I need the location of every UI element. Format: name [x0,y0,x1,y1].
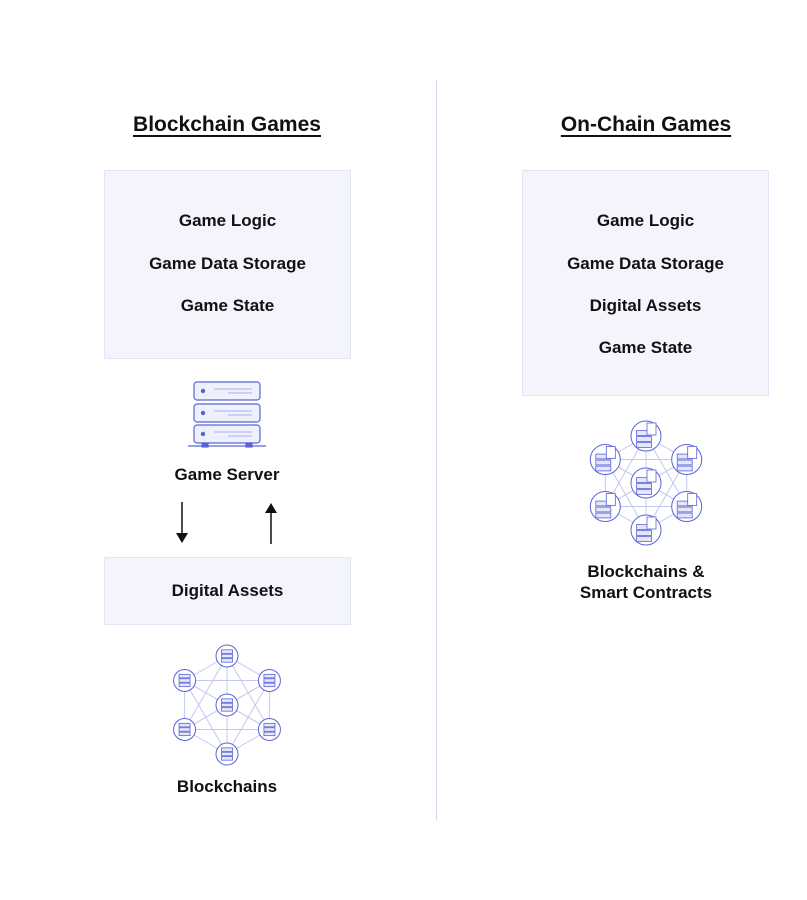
left-game-box: Game Logic Game Data Storage Game State [104,170,351,359]
game-server-label: Game Server [174,465,280,484]
blockchains-label: Blockchains [176,777,278,796]
node-icon [630,420,662,452]
digital-assets-box: Digital Assets [104,557,351,625]
blockchain-network-icon [173,644,281,766]
node-icon [589,444,621,475]
box-item: Game State [180,296,275,315]
box-item: Game Logic [596,211,695,230]
node-icon [671,491,703,522]
right-game-box: Game Logic Game Data Storage Digital Ass… [522,170,769,396]
node-icon [257,718,281,741]
arrow-down-icon [176,502,188,543]
right-title: On-Chain Games [560,113,732,136]
box-item: Digital Assets [589,296,702,315]
box-item: Game Logic [178,211,277,230]
server-icon [188,381,266,448]
node-icon [671,444,703,475]
smart-contract-network-icon [589,420,703,546]
arrow-up-icon [265,503,277,544]
node-icon [215,644,239,668]
digital-assets-label: Digital Assets [171,581,284,600]
network-label-line2: Smart Contracts [579,583,713,602]
node-icon [589,491,621,522]
box-item: Game Data Storage [149,254,306,273]
node-icon [173,718,197,741]
network-label-line1: Blockchains & [587,562,705,581]
left-title: Blockchain Games [133,113,321,136]
network-link [184,680,228,755]
box-item: Game Data Storage [567,254,724,273]
box-item: Game State [598,338,693,357]
node-icon [257,669,281,692]
column-divider [436,80,437,820]
node-icon [630,514,662,546]
node-icon [215,742,239,766]
node-icon [630,467,662,499]
node-icon [215,693,239,717]
node-icon [173,669,197,692]
